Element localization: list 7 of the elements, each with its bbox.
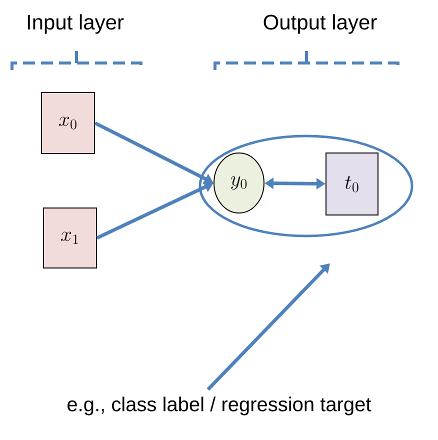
- caption-text: e.g., class label / regression target: [68, 396, 372, 416]
- layer-heading: Output layer: [264, 14, 377, 34]
- output-ellipse: [198, 134, 414, 238]
- input-box: $x_0$: [41, 92, 95, 154]
- target-box: $t_0$: [326, 152, 378, 216]
- input-box: $x_1$: [43, 208, 97, 268]
- layer-heading: Input layer: [28, 14, 124, 34]
